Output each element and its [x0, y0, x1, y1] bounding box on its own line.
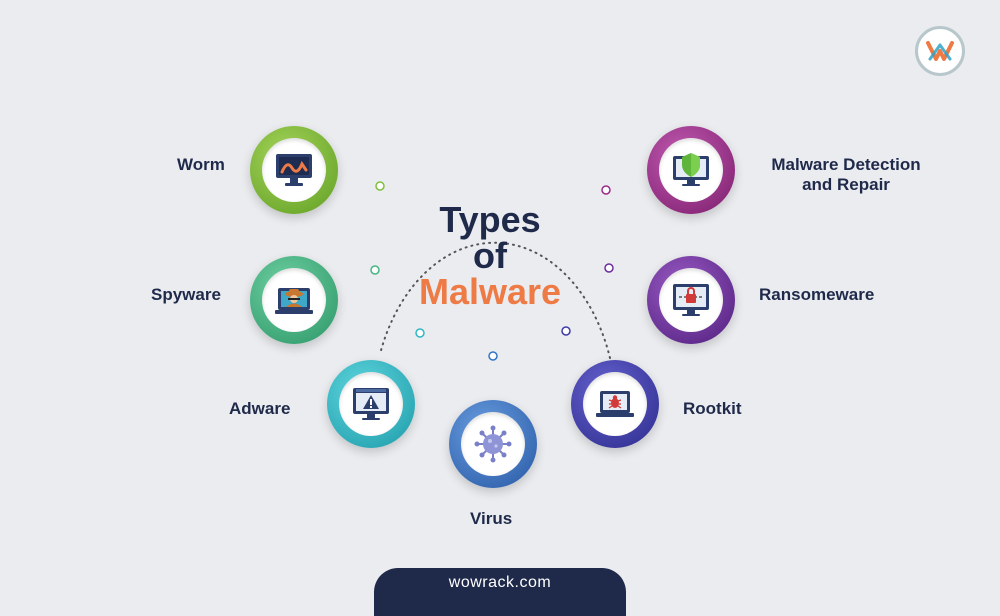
adware-label: Adware	[229, 399, 291, 418]
ransomeware-badge	[647, 256, 735, 344]
warning-monitor-icon	[353, 388, 389, 420]
virus-icon	[474, 425, 512, 463]
footer-website-text[interactable]: wowrack.com	[448, 574, 552, 591]
arc-node-virus	[488, 351, 498, 361]
arc-node-worm	[375, 181, 385, 191]
dotted-arc-connector	[370, 181, 614, 361]
wowrack-logo-icon	[926, 41, 954, 61]
shield-monitor-icon	[673, 153, 709, 186]
arc-node-rootkit	[561, 326, 571, 336]
ransomeware-label: Ransomeware	[759, 285, 875, 304]
malware-detection-label-line1: Malware Detection	[771, 155, 921, 174]
spyware-label: Spyware	[151, 285, 221, 304]
spyware-badge	[250, 256, 338, 344]
title-malware: Malware	[418, 271, 562, 312]
wowrack-logo	[915, 26, 965, 76]
malware-detection-label-line2: and Repair	[802, 175, 890, 194]
worm-monitor-icon	[276, 154, 312, 186]
spy-laptop-icon	[275, 288, 313, 314]
rootkit-label: Rootkit	[683, 399, 742, 418]
virus-badge	[449, 400, 537, 488]
virus-label: Virus	[470, 509, 513, 528]
worm-badge	[250, 126, 338, 214]
arc-node-adware	[415, 328, 425, 338]
rootkit-badge	[571, 360, 659, 448]
arc-node-spyware	[370, 265, 380, 275]
adware-badge	[327, 360, 415, 448]
title-types: Types	[439, 199, 541, 240]
worm-label: Worm	[177, 155, 225, 174]
arc-node-ransomeware	[604, 263, 614, 273]
locked-monitor-icon	[673, 284, 709, 316]
arc-node-malware-detection	[601, 185, 611, 195]
bug-laptop-icon	[596, 391, 634, 417]
footer-website[interactable]: wowrack.com	[374, 568, 626, 616]
malware-detection-badge	[647, 126, 735, 214]
malware-detection-label: Malware Detection and Repair	[764, 155, 928, 195]
title-of: of	[473, 235, 507, 276]
